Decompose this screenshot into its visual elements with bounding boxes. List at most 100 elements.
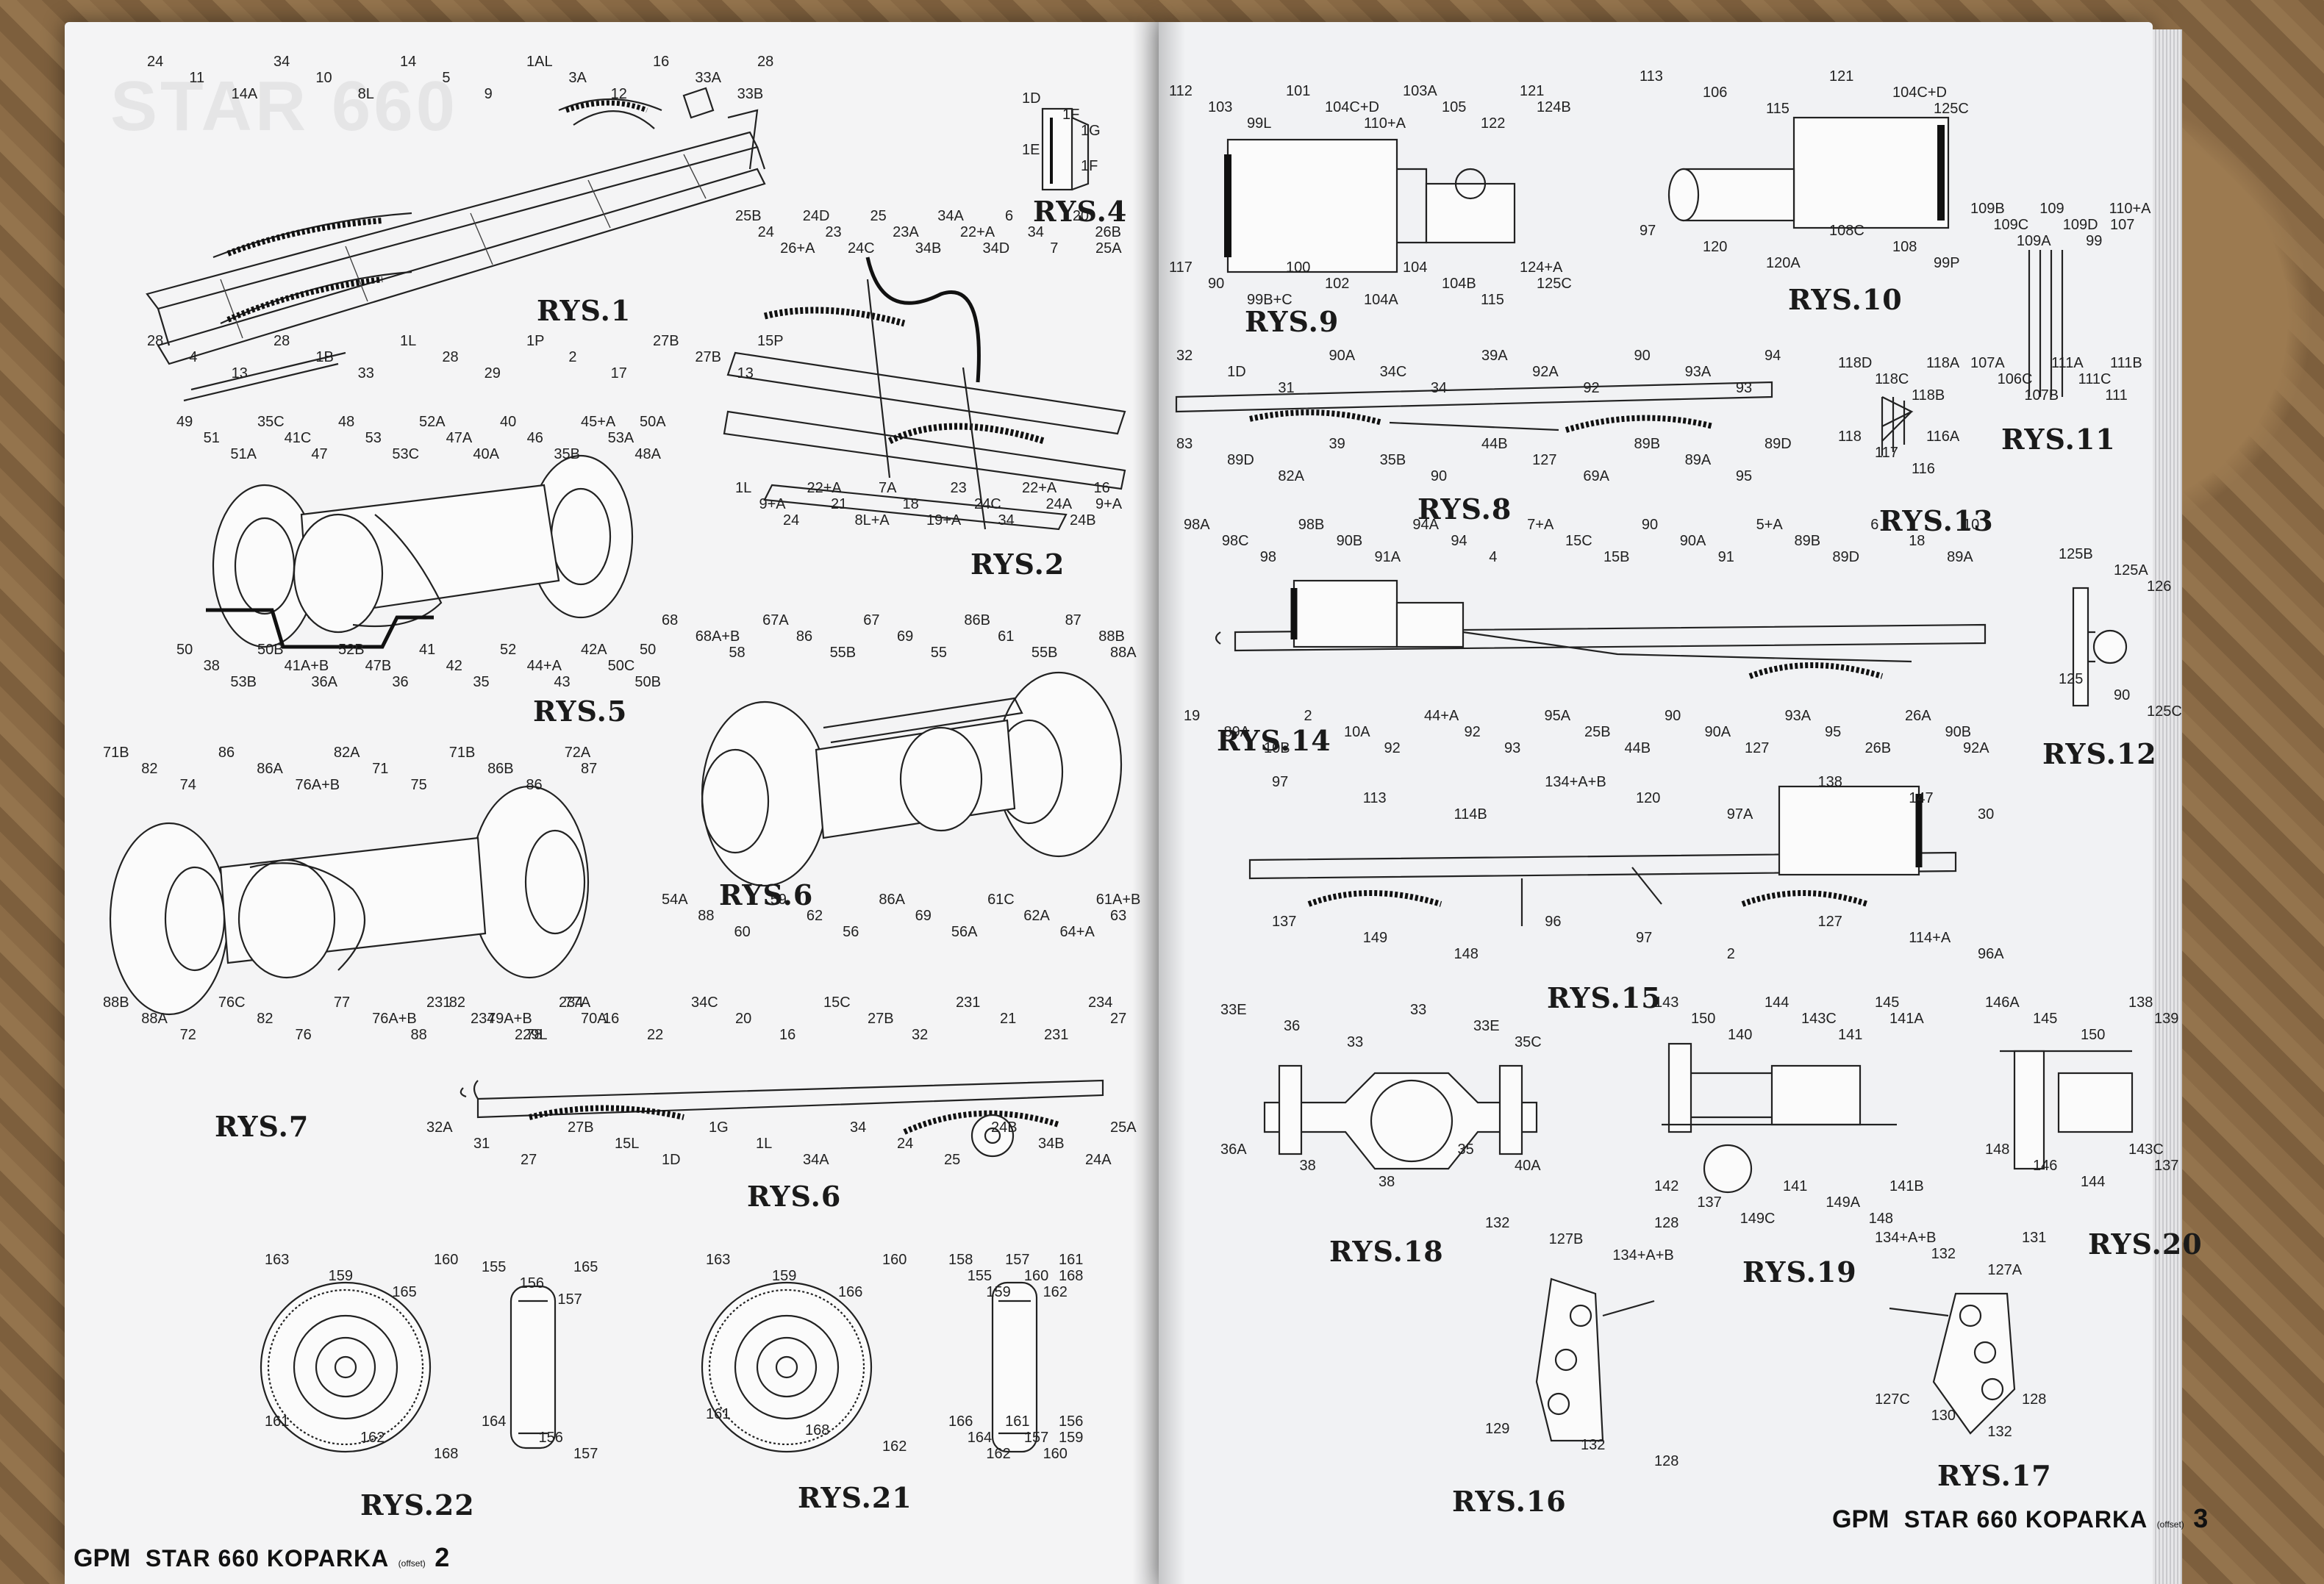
part-number-rys8: 89A xyxy=(1685,452,1712,468)
part-number-rys6a: 60 xyxy=(734,924,750,940)
part-number-rys20: 138 xyxy=(2128,995,2153,1011)
part-number-rys21b: 166 xyxy=(948,1413,973,1430)
part-number-rys6b: 32 xyxy=(912,1027,928,1043)
part-number-rys2: 22+A xyxy=(960,224,995,240)
part-number-rys20: 144 xyxy=(2081,1174,2105,1190)
part-number-rys2: 9+A xyxy=(759,496,787,512)
part-number-rys15: 138 xyxy=(1818,774,1842,790)
part-number-rys21: 159 xyxy=(772,1268,796,1284)
part-number-rys1: 28 xyxy=(757,54,773,70)
part-number-rys2: 23 xyxy=(825,224,841,240)
part-number-rys14: 18 xyxy=(1909,533,1925,549)
part-number-rys14: 90A xyxy=(1705,724,1731,740)
part-number-rys8: 89D xyxy=(1227,452,1254,468)
part-number-rys5: 46 xyxy=(527,430,543,446)
part-number-rys6a: 88 xyxy=(698,908,714,924)
part-number-rys6a: 86 xyxy=(796,628,812,645)
part-number-rys10: 104C+D xyxy=(1892,85,1947,101)
part-number-rys13: 118C xyxy=(1875,371,1909,387)
part-number-rys22: 165 xyxy=(392,1284,416,1300)
part-number-rys1: 3A xyxy=(568,70,587,86)
part-number-rys8: 127 xyxy=(1532,452,1556,468)
part-number-rys2: 34D xyxy=(982,240,1009,257)
part-number-rys11: 107 xyxy=(2110,217,2134,233)
part-number-rys6b: 15L xyxy=(615,1136,639,1152)
part-number-rys1: 28 xyxy=(442,349,458,365)
part-number-rys2: 6 xyxy=(1005,208,1013,224)
part-number-rys1: 13 xyxy=(232,365,248,381)
part-number-rys14: 89D xyxy=(1832,549,1859,565)
part-number-rys19: 148 xyxy=(1869,1211,1893,1227)
part-number-rys20: 139 xyxy=(2154,1011,2178,1027)
part-number-rys13: 118 xyxy=(1838,429,1862,445)
part-number-rys6b: 24 xyxy=(897,1136,913,1152)
part-number-rys1: 33 xyxy=(358,365,374,381)
part-number-rys10: 120A xyxy=(1766,255,1801,271)
part-number-rys8: 1D xyxy=(1227,364,1246,380)
part-number-rys14: 92 xyxy=(1384,740,1401,756)
part-number-rys5: 48 xyxy=(338,414,354,430)
part-number-rys8: 90 xyxy=(1431,468,1447,484)
part-number-rys2: 22+A xyxy=(807,480,843,496)
part-number-labels: 241114A34108L14591AL3A121633A33B28284132… xyxy=(103,54,2182,1469)
part-number-rys10: 121 xyxy=(1829,68,1853,85)
part-number-rys5: 50 xyxy=(176,642,193,658)
part-number-rys2: 9+A xyxy=(1095,496,1123,512)
part-number-rys14: 90A xyxy=(1680,533,1706,549)
part-number-rys5: 47 xyxy=(311,446,327,462)
part-number-rys6b: 34 xyxy=(850,1119,866,1136)
part-number-rys19: 143C xyxy=(1801,1011,1837,1027)
part-number-rys12: 125C xyxy=(2147,703,2182,720)
part-number-rys1: 33B xyxy=(737,86,764,102)
part-number-rys19: 144 xyxy=(1765,995,1789,1011)
part-number-rys9: 103 xyxy=(1208,99,1232,115)
part-number-rys2: 26B xyxy=(1095,224,1121,240)
part-number-rys9: 112 xyxy=(1169,83,1193,99)
part-number-rys16: 134+A+B xyxy=(1612,1247,1673,1264)
part-number-rys7: 71 xyxy=(372,761,388,777)
rys5-axle-drawing xyxy=(206,454,634,649)
part-number-rys6b: 234 xyxy=(471,1011,495,1027)
part-number-rys2: 20 xyxy=(1073,208,1089,224)
part-number-rys15: 114B xyxy=(1454,806,1487,823)
part-number-rys5: 51 xyxy=(204,430,220,446)
part-number-rys7: 72 xyxy=(180,1027,196,1043)
part-number-rys9: 104 xyxy=(1403,259,1427,276)
part-number-rys11: 106C xyxy=(1998,371,2033,387)
part-number-rys1: 34 xyxy=(273,54,290,70)
part-number-rys15: 96A xyxy=(1978,946,2004,962)
part-number-rys2: 25A xyxy=(1095,240,1122,257)
part-number-rys8: 34 xyxy=(1431,380,1447,396)
part-number-rys9: 90 xyxy=(1208,276,1224,292)
part-number-rys21b: 164 xyxy=(968,1430,992,1446)
part-number-rys22b: 164 xyxy=(482,1413,506,1430)
part-number-rys5: 41 xyxy=(419,642,435,658)
part-number-rys2: 19+A xyxy=(926,512,962,528)
part-number-rys5: 52 xyxy=(500,642,516,658)
part-number-rys1: 5 xyxy=(442,70,450,86)
figure-label-rys13: RYS.13 xyxy=(1879,504,1994,537)
part-number-rys6b: 27 xyxy=(1110,1011,1126,1027)
part-number-rys9: 99B+C xyxy=(1247,292,1292,308)
part-number-rys8: 92A xyxy=(1532,364,1559,380)
figure-label-rys14: RYS.14 xyxy=(1217,724,1331,757)
part-number-rys6a: 64+A xyxy=(1060,924,1095,940)
part-number-rys6b: 231 xyxy=(426,995,451,1011)
part-number-rys10: 97 xyxy=(1640,223,1656,239)
part-number-rys11: 107B xyxy=(2024,387,2059,404)
part-number-rys1: 14A xyxy=(232,86,258,102)
part-number-rys21b: 157 xyxy=(1024,1430,1048,1446)
part-number-rys7: 78 xyxy=(526,1027,542,1043)
rys20-drawing xyxy=(2000,1050,2134,1170)
figure-label-rys11: RYS.11 xyxy=(2001,423,2116,456)
part-number-rys14: 92 xyxy=(1465,724,1481,740)
footer-right: GPM STAR 660 KOPARKA (offset) 3 xyxy=(1832,1503,2208,1534)
part-number-rys21b: 156 xyxy=(1059,1413,1083,1430)
part-number-rys1: 1AL xyxy=(526,54,553,70)
page-number: 3 xyxy=(2193,1503,2209,1533)
part-number-rys1: 33A xyxy=(695,70,721,86)
part-number-rys15: 120 xyxy=(1636,790,1660,806)
part-number-rys14: 98 xyxy=(1260,549,1276,565)
part-number-rys15: 96 xyxy=(1545,914,1561,930)
